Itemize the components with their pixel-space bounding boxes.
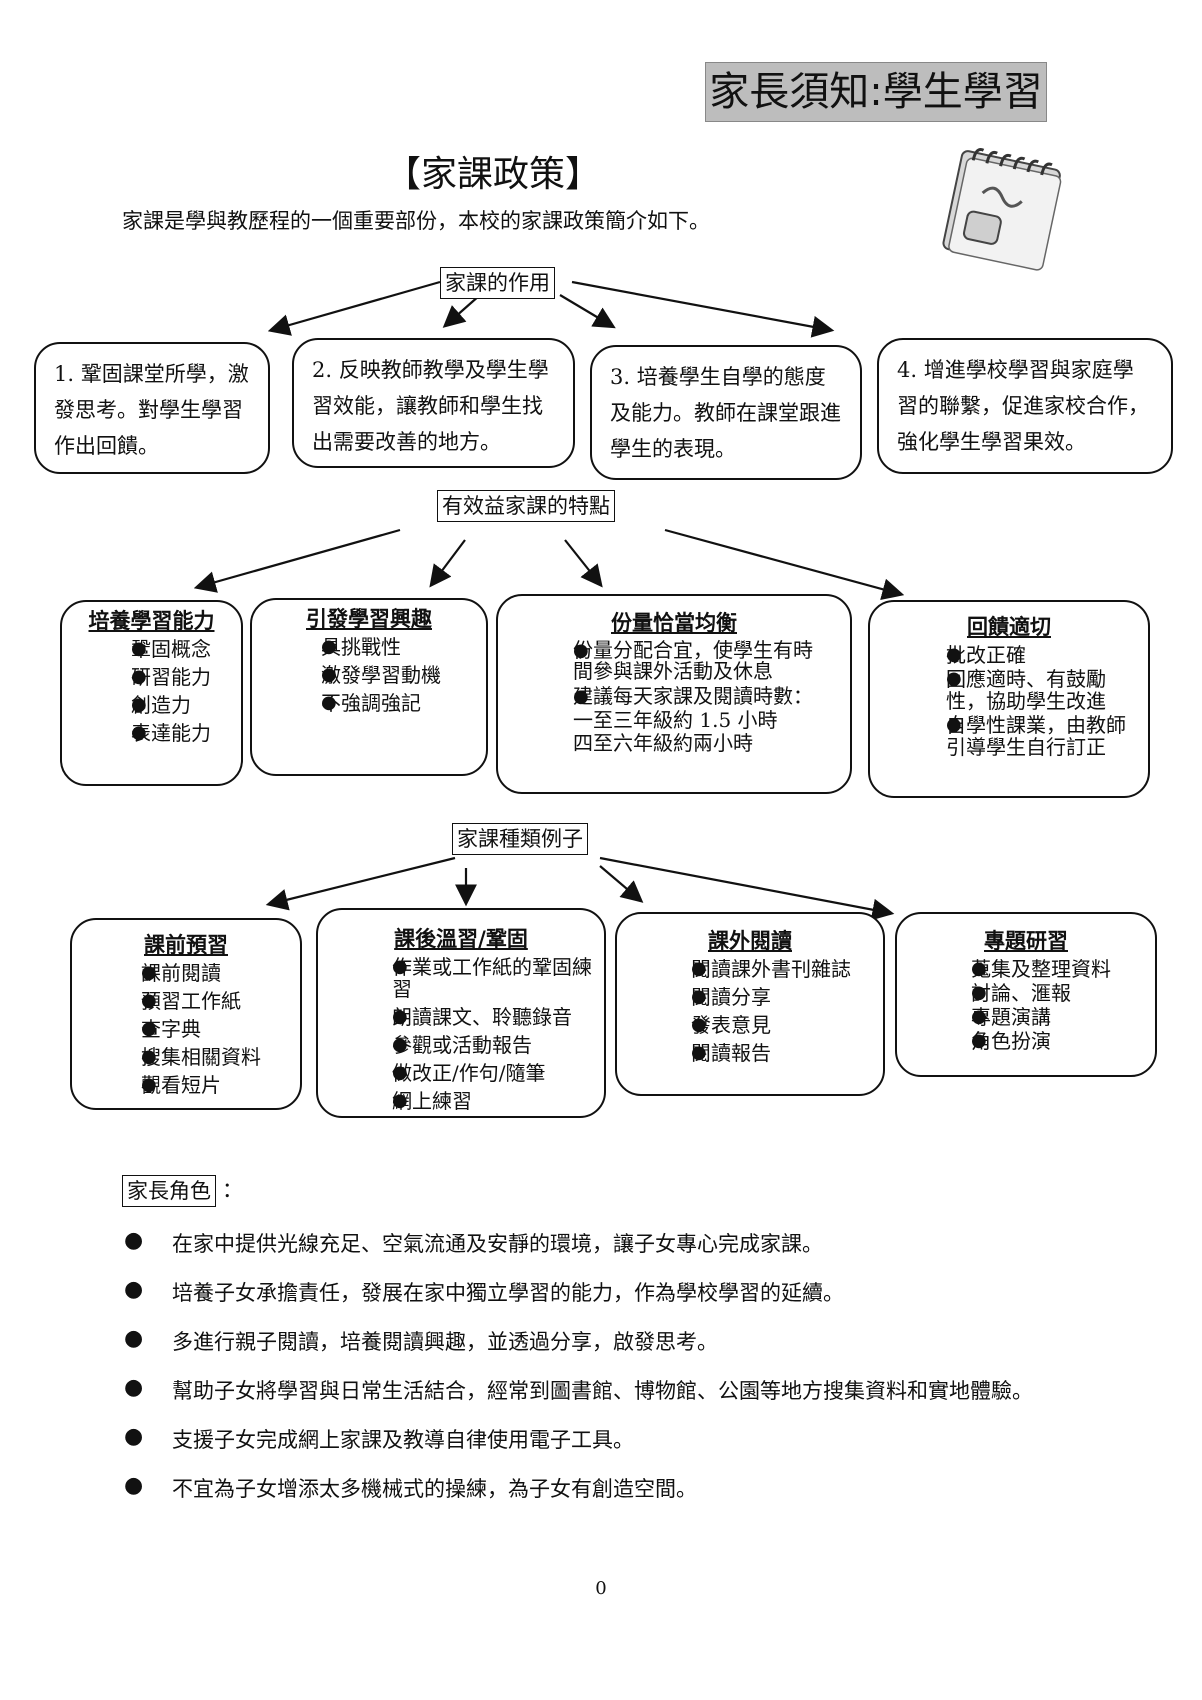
type-title-1: 課前預習 <box>144 932 228 957</box>
list-item: 搜集相關資料 <box>96 1046 300 1068</box>
type-title-2: 課後溫習/鞏固 <box>394 926 528 951</box>
list-item: 預習工作紙 <box>96 990 300 1012</box>
features-label: 有效益家課的特點 <box>437 490 615 522</box>
parents-label: 家長角色 <box>122 1175 216 1207</box>
list-item: 回應適時、有鼓勵性，協助學生改進 <box>896 668 1126 712</box>
type-title-3: 課外閱讀 <box>708 928 792 953</box>
list-item: 激發學習動機 <box>276 664 486 686</box>
list-item: 參觀或活動報告 <box>344 1034 594 1056</box>
list-item: 具挑戰性 <box>276 636 486 658</box>
parents-role-list: ●在家中提供光線充足、空氣流通及安靜的環境，讓子女專心完成家課。 ●培養子女承擔… <box>122 1228 1162 1522</box>
feature-title-1: 培養學習能力 <box>88 608 215 633</box>
list-item: 鞏固概念 <box>86 638 241 660</box>
list-item: 朗讀課文、聆聽錄音 <box>344 1006 594 1028</box>
function-box-2: 2. 反映教師教學及學生學習效能，讓教師和學生找出需要改善的地方。 <box>292 338 575 468</box>
list-item: 自學性課業，由教師引導學生自行訂正 <box>896 714 1126 758</box>
header-title: 家長須知:學生學習 <box>705 62 1047 122</box>
list-item: 專題演講 <box>923 1006 1133 1028</box>
feature-box-4: 回饋適切 批改正確 回應適時、有鼓勵性，協助學生改進 自學性課業，由教師引導學生… <box>868 600 1150 798</box>
list-item: 討論、滙報 <box>923 982 1133 1004</box>
list-item: ●支援子女完成網上家課及教導自律使用電子工具。 <box>124 1424 634 1452</box>
function-text-3: 3. 培養學生自學的態度及能力。教師在課堂跟進學生的表現。 <box>610 365 841 461</box>
list-item: 閱讀分享 <box>643 986 883 1008</box>
list-item: 份量分配合宜，使學生有時間參與課外活動及休息 <box>528 640 828 682</box>
feature-title-2: 引發學習興趣 <box>306 606 432 631</box>
list-item: ●培養子女承擔責任，發展在家中獨立學習的能力，作為學校學習的延續。 <box>124 1277 844 1305</box>
feature-box-1: 培養學習能力 鞏固概念 研習能力 創造力 表達能力 <box>60 600 243 786</box>
list-item: 網上練習 <box>344 1090 594 1112</box>
parents-colon: ： <box>222 1178 243 1202</box>
function-text-2: 2. 反映教師教學及學生學習效能，讓教師和學生找出需要改善的地方。 <box>312 358 549 454</box>
feature-box-2: 引發學習興趣 具挑戰性 激發學習動機 不強調強記 <box>250 598 488 776</box>
feature-extra-1: 一至三年級約 1.5 小時 <box>573 708 778 732</box>
type-box-3: 課外閱讀 閱讀課外書刊雜誌 閱讀分享 發表意見 閱讀報告 <box>615 912 885 1096</box>
list-item: 課前閱讀 <box>96 962 300 984</box>
list-item: 觀看短片 <box>96 1074 300 1096</box>
list-item: 作業或工作紙的鞏固練習 <box>344 956 594 1000</box>
feature-box-3: 份量恰當均衡 份量分配合宜，使學生有時間參與課外活動及休息 建議每天家課及閱讀時… <box>496 594 852 794</box>
list-item: 閱讀報告 <box>643 1042 883 1064</box>
list-item: 蒐集及整理資料 <box>923 958 1133 980</box>
type-title-4: 專題研習 <box>984 928 1068 953</box>
list-item: 做改正/作句/隨筆 <box>344 1062 594 1084</box>
type-box-1: 課前預習 課前閱讀 預習工作紙 查字典 搜集相關資料 觀看短片 <box>70 918 302 1110</box>
list-item: ●幫助子女將學習與日常生活結合，經常到圖書館、博物館、公園等地方搜集資料和實地體… <box>124 1375 1033 1403</box>
list-item: ●不宜為子女增添太多機械式的操練，為子女有創造空間。 <box>124 1473 697 1501</box>
list-item: 查字典 <box>96 1018 300 1040</box>
function-box-3: 3. 培養學生自學的態度及能力。教師在課堂跟進學生的表現。 <box>590 345 862 480</box>
function-box-1: 1. 鞏固課堂所學，激發思考。對學生學習作出回饋。 <box>34 342 270 474</box>
feature-title-3: 份量恰當均衡 <box>611 610 737 635</box>
feature-title-4: 回饋適切 <box>967 614 1051 639</box>
types-label: 家課種類例子 <box>452 823 588 855</box>
list-item: 建議每天家課及閱讀時數： <box>528 686 828 708</box>
list-item: 不強調強記 <box>276 692 486 714</box>
list-item: ●在家中提供光線充足、空氣流通及安靜的環境，讓子女專心完成家課。 <box>124 1228 823 1256</box>
functions-label: 家課的作用 <box>440 267 555 299</box>
list-item: 角色扮演 <box>923 1030 1133 1052</box>
list-item: 表達能力 <box>86 722 241 744</box>
list-item: ●多進行親子閱讀，培養閱讀興趣，並透過分享，啟發思考。 <box>124 1326 718 1354</box>
function-text-1: 1. 鞏固課堂所學，激發思考。對學生學習作出回饋。 <box>54 362 249 458</box>
list-item: 發表意見 <box>643 1014 883 1036</box>
page-number: 0 <box>595 1578 607 1599</box>
policy-title: 【家課政策】 <box>385 154 602 195</box>
list-item: 批改正確 <box>896 644 1126 666</box>
policy-intro: 家課是學與教歷程的一個重要部份，本校的家課政策簡介如下。 <box>122 209 710 233</box>
function-text-4: 4. 增進學校學習與家庭學習的聯繫，促進家校合作，強化學生學習果效。 <box>897 358 1149 454</box>
list-item: 創造力 <box>86 694 241 716</box>
notebook-icon <box>942 148 1062 271</box>
feature-extra-2: 四至六年級約兩小時 <box>573 731 753 755</box>
function-box-4: 4. 增進學校學習與家庭學習的聯繫，促進家校合作，強化學生學習果效。 <box>877 338 1173 474</box>
type-box-2: 課後溫習/鞏固 作業或工作紙的鞏固練習 朗讀課文、聆聽錄音 參觀或活動報告 做改… <box>316 908 606 1118</box>
list-item: 閱讀課外書刊雜誌 <box>643 958 883 980</box>
type-box-4: 專題研習 蒐集及整理資料 討論、滙報 專題演講 角色扮演 <box>895 912 1157 1077</box>
list-item: 研習能力 <box>86 666 241 688</box>
